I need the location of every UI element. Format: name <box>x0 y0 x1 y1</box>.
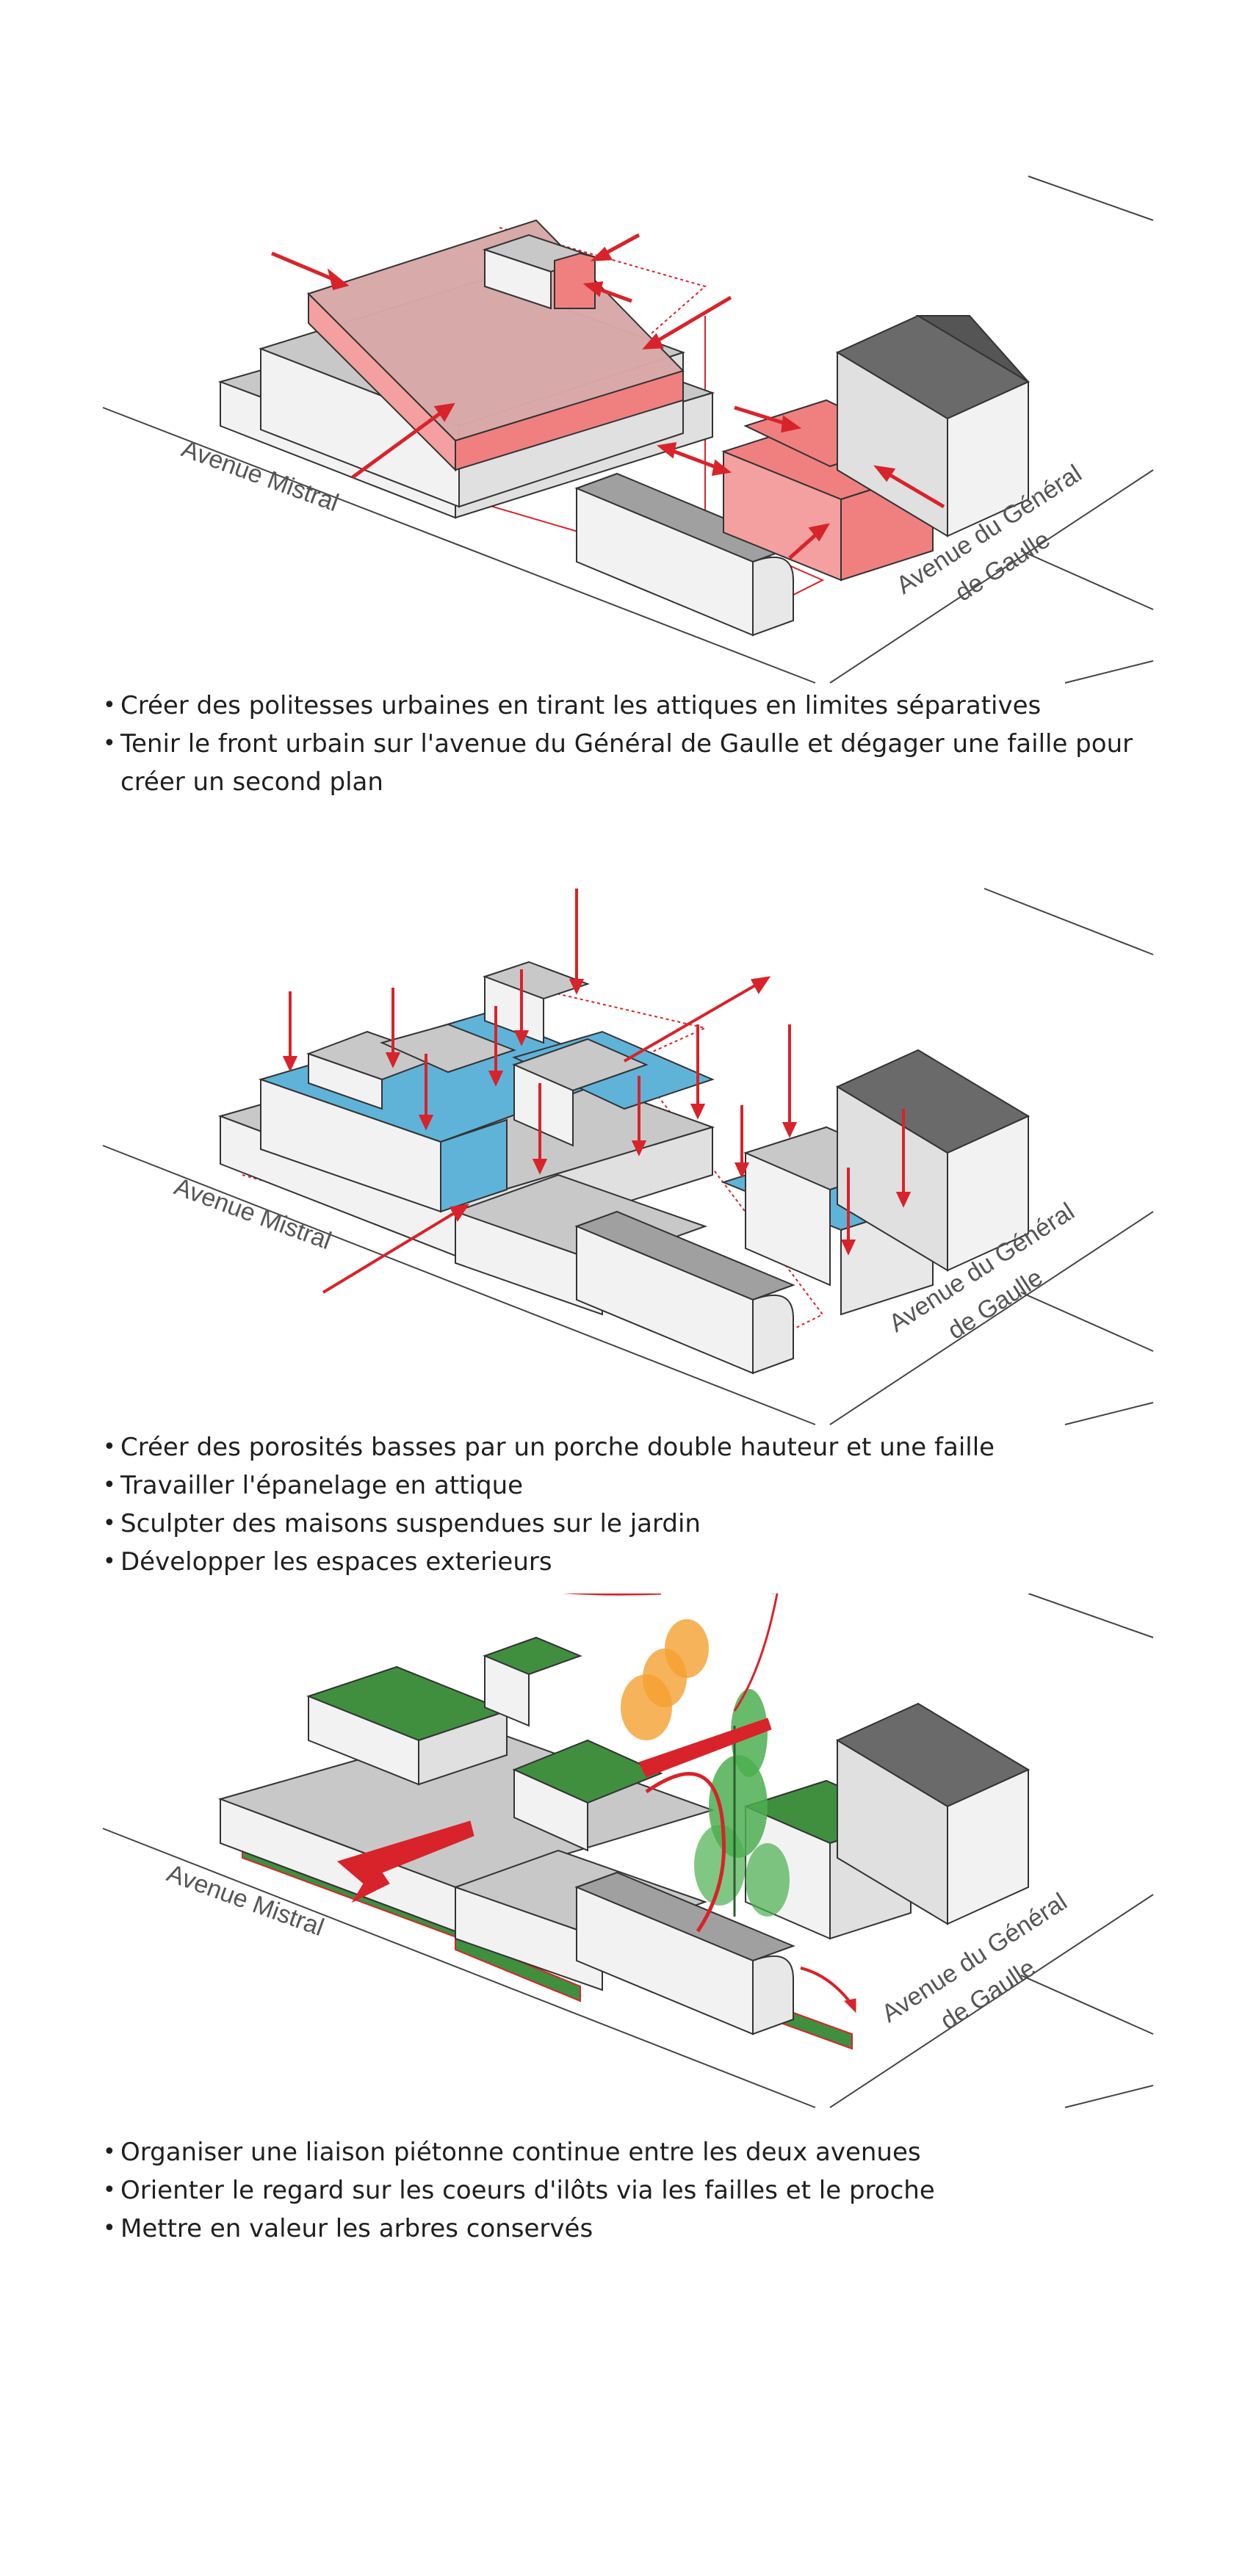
gable-house <box>835 314 1031 538</box>
diagram-3: Avenue Mistral Avenue du Général de Gaul… <box>0 1593 1256 2137</box>
bullet-item: Créer des porosités basses par un porche… <box>103 1428 1153 1466</box>
red-arrows <box>282 889 912 1294</box>
bullet-item: Travailler l'épanelage en attique <box>103 1466 1153 1505</box>
bullet-item: Développer les espaces exterieurs <box>103 1543 1153 1581</box>
bullet-item: Mettre en valeur les arbres conservés <box>103 2210 1153 2248</box>
front-curved-building <box>574 1871 795 2036</box>
front-curved-building <box>574 472 795 637</box>
street-lines <box>102 888 1154 1425</box>
diagram-2: Avenue Mistral Avenue du Général de Gaul… <box>0 874 1256 1432</box>
gable-house <box>835 1049 1031 1272</box>
green-ground <box>455 1933 581 2002</box>
diagram-1: Avenue Mistral Avenue du Général de Gaul… <box>0 0 1256 690</box>
bullet-item: Tenir le front urbain sur l'avenue du Gé… <box>103 725 1153 801</box>
tree-icon <box>621 1619 790 1917</box>
site-boundary-dotted <box>499 227 707 339</box>
gable-house <box>835 1702 1031 1925</box>
bullet-item: Organiser une liaison piétonne continue … <box>103 2133 1153 2171</box>
bullet-item: Orienter le regard sur les coeurs d'ilôt… <box>103 2171 1153 2210</box>
bullet-list-3: Organiser une liaison piétonne continue … <box>103 2133 1153 2248</box>
bullet-item: Créer des politesses urbaines en tirant … <box>103 687 1153 725</box>
red-arrows <box>271 233 945 560</box>
bullet-list-1: Créer des politesses urbaines en tirant … <box>103 687 1153 801</box>
bullet-list-2: Créer des porosités basses par un porche… <box>103 1428 1153 1581</box>
red-arrows <box>336 1593 856 2014</box>
front-curved-building <box>574 1210 795 1375</box>
bullet-item: Sculpter des maisons suspendues sur le j… <box>103 1505 1153 1543</box>
street-lines <box>102 1593 1154 2108</box>
street-lines <box>102 176 1154 684</box>
